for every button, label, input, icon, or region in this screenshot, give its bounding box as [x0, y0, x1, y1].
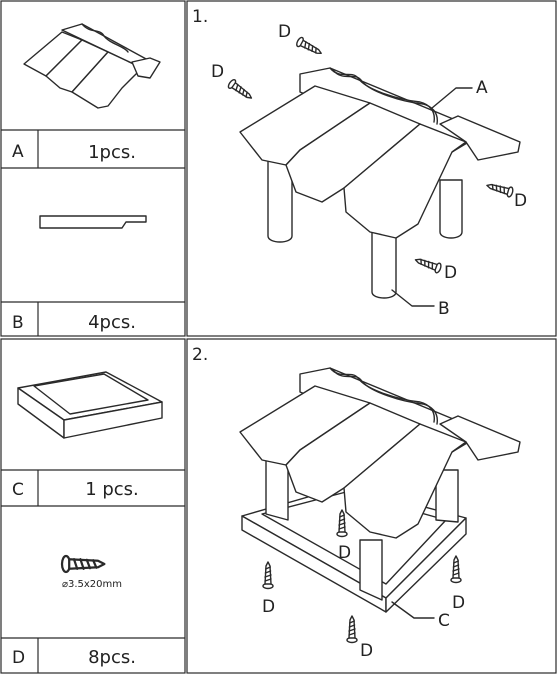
part-a-letter: A [12, 142, 24, 162]
step-2-callout-screw-1: D [262, 597, 275, 617]
part-d-illustration [60, 554, 106, 574]
step-2-screw-3 [450, 555, 462, 584]
step-2-callout-screw-3: D [452, 593, 465, 613]
step-2-callout-screw-4: D [360, 641, 373, 661]
step-1-callout-screw-2: D [211, 62, 224, 82]
part-c-illustration [17, 371, 163, 439]
step-1-callout-screw-3: D [514, 191, 527, 211]
step-1-callout-leg: B [438, 299, 450, 319]
part-a-illustration [23, 23, 161, 109]
step-1-callout-screw-4: D [444, 263, 457, 283]
step-2-callout-tray: C [438, 611, 450, 631]
part-d-letter: D [12, 648, 25, 668]
part-d-qty: 8pcs. [88, 647, 136, 668]
part-c-qty: 1 pcs. [85, 479, 139, 500]
step-1-screw-3 [484, 179, 515, 199]
step-2-screw-4 [346, 615, 358, 644]
step-2-callout-screw-2: D [338, 543, 351, 563]
part-c-letter: C [12, 480, 24, 500]
step-1-illustration [239, 67, 521, 299]
screw-size-note: ⌀3.5x20mm [62, 579, 122, 590]
part-b-letter: B [12, 313, 24, 333]
step-2-illustration [239, 367, 521, 613]
step-1-screw-2 [226, 77, 256, 103]
step-2-number: 2. [192, 345, 208, 365]
part-b-qty: 4pcs. [88, 312, 136, 333]
step-1-callout-screw-1: D [278, 22, 291, 42]
part-a-qty: 1pcs. [88, 142, 136, 163]
step-2-screw-1 [262, 561, 274, 590]
step-1-callout-roof: A [476, 78, 488, 98]
step-1-number: 1. [192, 7, 208, 27]
step-1-screw-1 [294, 35, 325, 59]
part-b-illustration [39, 215, 147, 229]
step-1-screw-4 [413, 254, 443, 275]
